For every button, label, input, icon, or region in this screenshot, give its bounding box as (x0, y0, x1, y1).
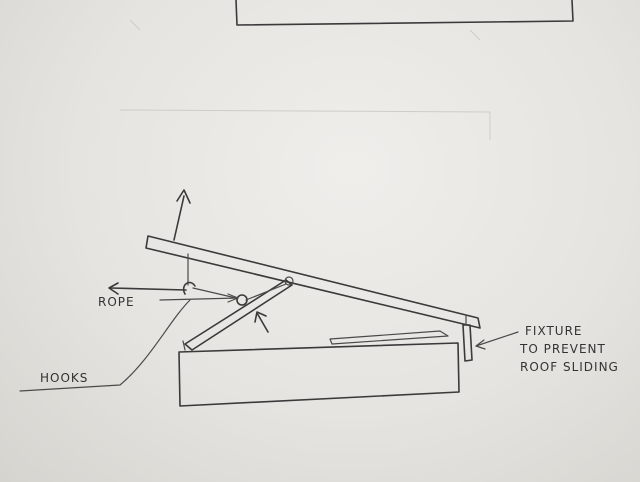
hook-left (182, 281, 196, 295)
rope-arrow (108, 282, 187, 295)
fixture-label-line2: TO PREVENT (519, 342, 606, 356)
fixture-label-line1: FIXTURE (525, 324, 582, 338)
hooks-label: HOOKS (40, 371, 88, 385)
frame-left-mark (182, 340, 186, 351)
fixture-block (462, 315, 473, 362)
hooks-leader (19, 293, 239, 392)
rope-label: ROPE (98, 295, 135, 309)
rope-line (192, 287, 237, 299)
sliding-board (329, 330, 449, 345)
top-box-outline (235, 0, 574, 26)
faint-background-marks (119, 19, 491, 140)
strut-arrow (254, 311, 269, 333)
fixture-label-line3: ROOF SLIDING (520, 360, 619, 374)
lift-arrow (173, 189, 191, 241)
fixture-arrow (475, 331, 519, 350)
roof-plank (145, 235, 481, 329)
frame-box (178, 342, 460, 407)
support-strut (184, 276, 294, 351)
